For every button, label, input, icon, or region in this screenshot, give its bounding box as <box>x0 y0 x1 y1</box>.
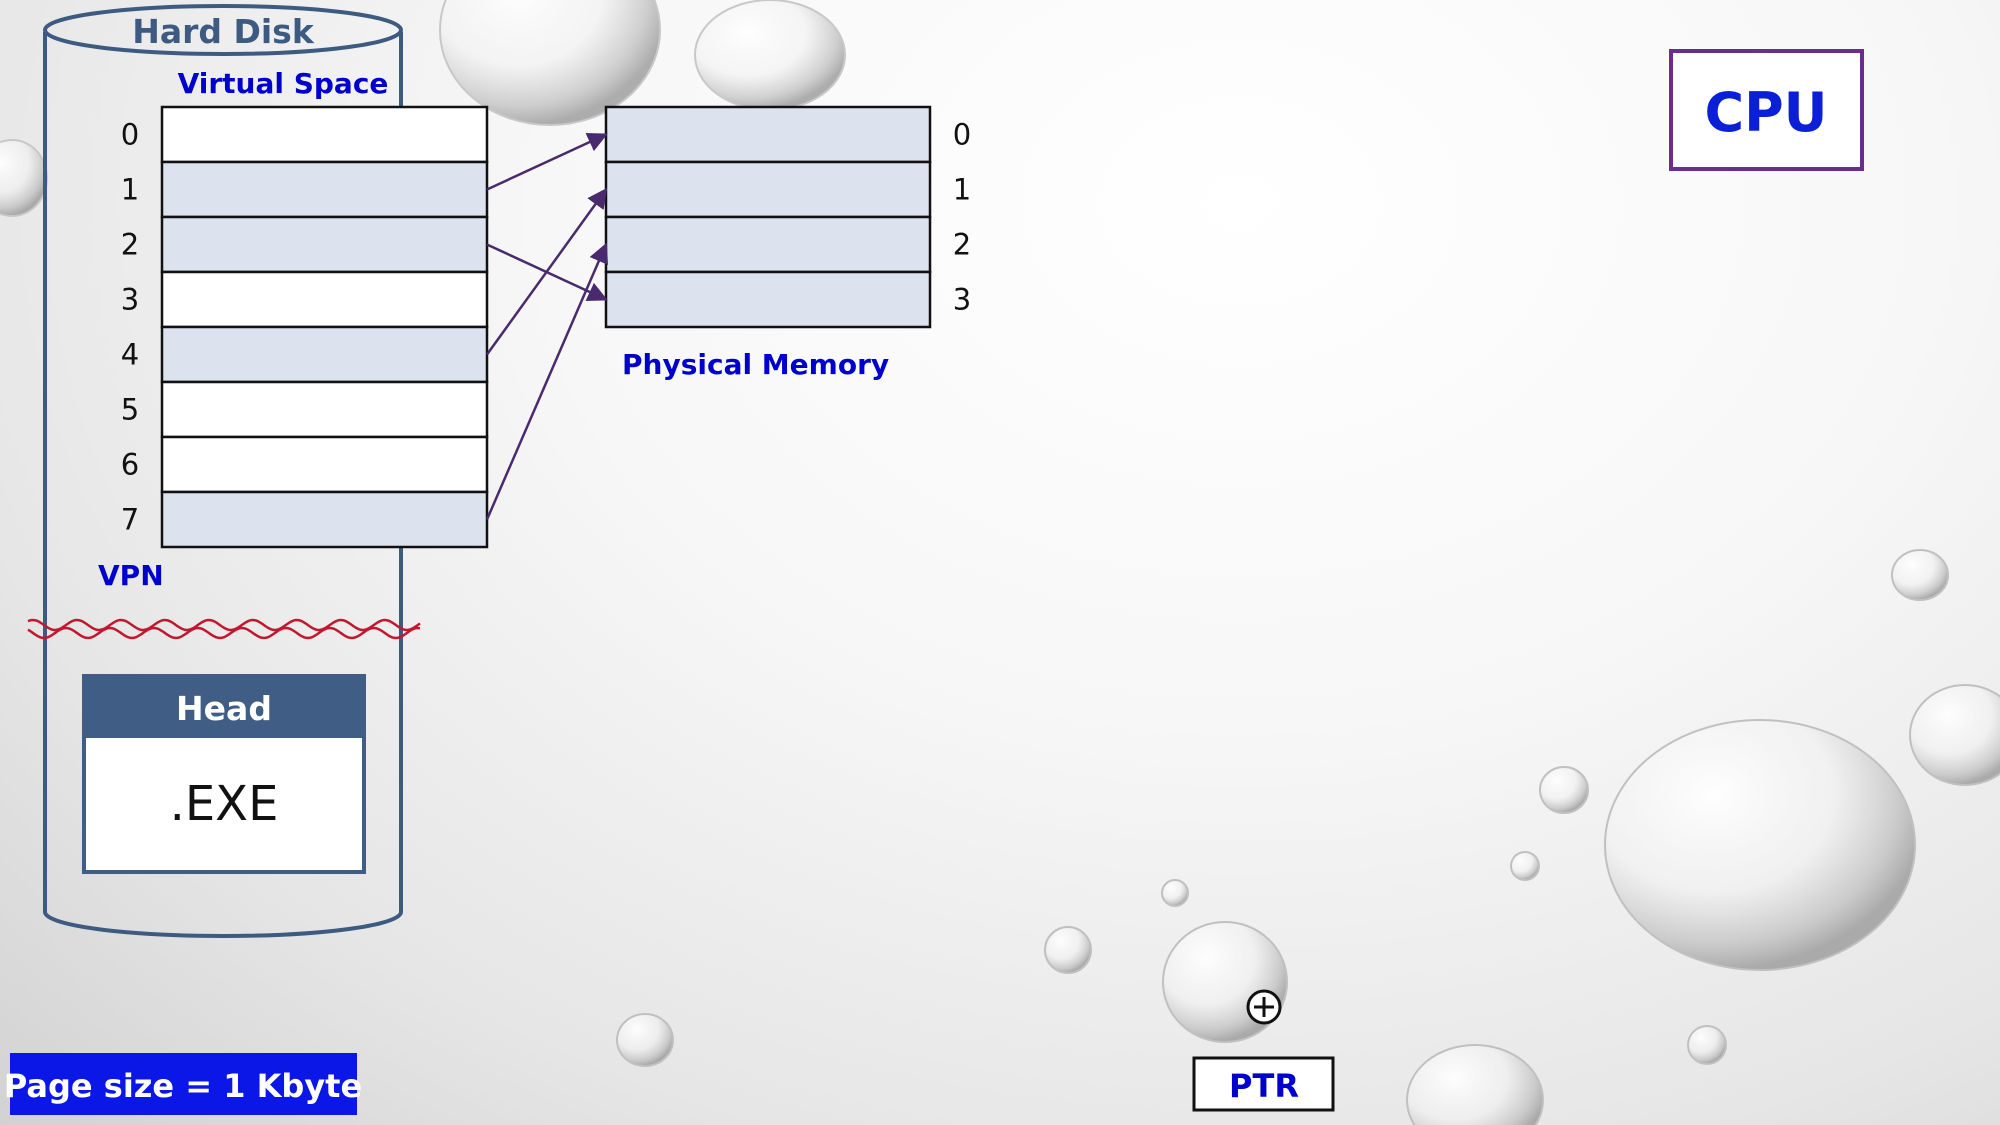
physical-frame-cell <box>604 270 932 329</box>
exe-body-label: .EXE <box>170 776 279 832</box>
squiggle-break-line <box>27 618 421 632</box>
squiggle-break-line-2 <box>27 626 421 640</box>
physical-frame-cell <box>604 105 932 164</box>
hard-disk-body <box>43 32 403 938</box>
virtual-page-cell <box>160 490 489 549</box>
hard-disk-top <box>43 4 403 56</box>
vpn-index: 5 <box>121 393 139 427</box>
droplet <box>616 1013 674 1067</box>
droplet <box>1510 851 1540 881</box>
droplet <box>0 139 48 217</box>
droplet <box>1539 766 1589 814</box>
virtual-page-cell <box>160 270 489 329</box>
hard-disk-title: Hard Disk <box>132 12 315 51</box>
cpu-box-border <box>1669 49 1864 171</box>
frame-index: 2 <box>953 228 971 262</box>
vpn-index: 3 <box>121 283 139 317</box>
virtual-page-cell <box>160 160 489 219</box>
exe-head-bar <box>82 674 366 736</box>
frame-index: 0 <box>953 118 971 152</box>
physical-frame-cell <box>604 160 932 219</box>
droplet <box>1604 719 1916 971</box>
vpn-index: 6 <box>121 448 139 482</box>
physical-memory-label: Physical Memory <box>622 348 889 381</box>
droplet <box>1044 926 1092 974</box>
virtual-page-table: 0 1 2 3 4 5 6 7 <box>121 105 489 549</box>
virtual-page-cell <box>160 380 489 439</box>
virtual-page-cell <box>160 435 489 494</box>
droplet <box>694 0 846 111</box>
ptr-box-border <box>1192 1056 1335 1112</box>
virtual-page-cell <box>160 105 489 164</box>
vpn-index: 7 <box>121 503 139 537</box>
vpn-index: 4 <box>121 338 139 372</box>
droplet <box>1909 684 2000 786</box>
exe-body <box>82 734 366 874</box>
zoom-plus-icon[interactable] <box>1246 989 1282 1025</box>
ptr-box: PTR <box>1192 1056 1335 1112</box>
page-size-label: Page size = 1 Kbyte <box>4 1067 362 1105</box>
droplet <box>1161 879 1189 907</box>
exe-head-label: Head <box>176 689 272 728</box>
mapping-arrow <box>485 242 609 520</box>
cpu-box: CPU <box>1669 49 1864 171</box>
frame-index: 3 <box>953 283 971 317</box>
vpn-index: 0 <box>121 118 139 152</box>
virtual-space-label: Virtual Space <box>178 67 389 100</box>
droplet <box>1406 1044 1544 1125</box>
mapping-arrows <box>485 132 609 520</box>
executable-file: Head .EXE <box>82 674 366 874</box>
physical-memory-table: 0 1 2 3 <box>604 105 971 329</box>
vpn-label: VPN <box>98 559 164 592</box>
droplet <box>439 0 661 126</box>
ptr-label: PTR <box>1229 1067 1299 1105</box>
cpu-label: CPU <box>1704 81 1827 144</box>
droplet <box>1162 921 1288 1043</box>
virtual-page-cell <box>160 325 489 384</box>
physical-frame-cell <box>604 215 932 274</box>
hard-disk: Hard Disk <box>43 4 403 938</box>
vpn-index: 1 <box>121 173 139 207</box>
mapping-arrow <box>485 187 608 356</box>
mapping-arrow <box>486 132 608 191</box>
droplet <box>1891 549 1949 601</box>
droplet <box>1687 1025 1727 1065</box>
vpn-index: 2 <box>121 228 139 262</box>
frame-index: 1 <box>953 173 971 207</box>
page-size-box: Page size = 1 Kbyte <box>4 1053 362 1115</box>
virtual-page-cell <box>160 215 489 274</box>
page-size-bg <box>10 1053 357 1115</box>
